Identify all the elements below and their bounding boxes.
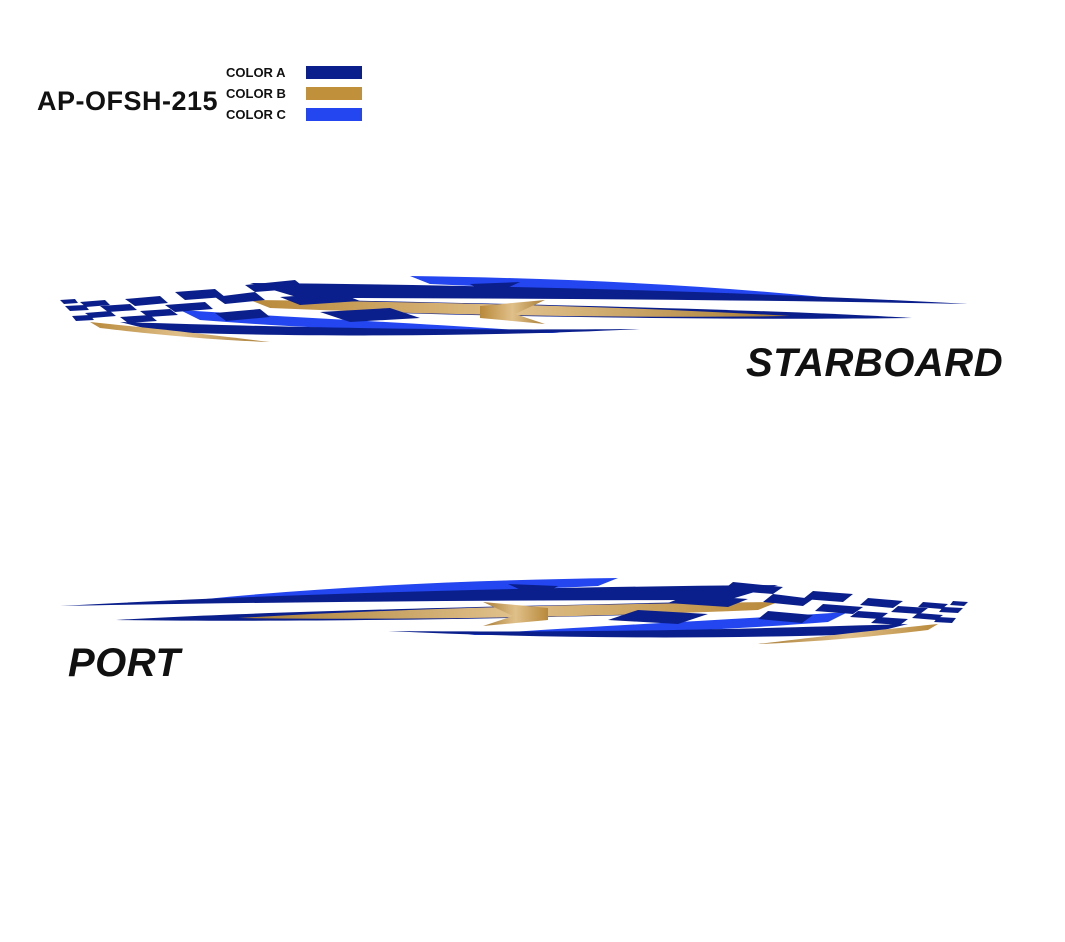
- legend-label: COLOR B: [226, 86, 286, 101]
- color-legend: COLOR A COLOR B COLOR C: [226, 62, 362, 125]
- legend-row-color-b: COLOR B: [226, 83, 362, 104]
- legend-label: COLOR A: [226, 65, 286, 80]
- starboard-label: STARBOARD: [746, 341, 1004, 385]
- product-code: AP-OFSH-215: [37, 86, 219, 116]
- color-b-swatch: [306, 87, 362, 100]
- port-label: PORT: [68, 641, 181, 685]
- starboard-decal: [60, 276, 968, 342]
- legend-label: COLOR C: [226, 107, 286, 122]
- color-a-swatch: [306, 66, 362, 79]
- legend-row-color-a: COLOR A: [226, 62, 362, 83]
- color-c-swatch: [306, 108, 362, 121]
- legend-row-color-c: COLOR C: [226, 104, 362, 125]
- port-decal: [60, 578, 968, 644]
